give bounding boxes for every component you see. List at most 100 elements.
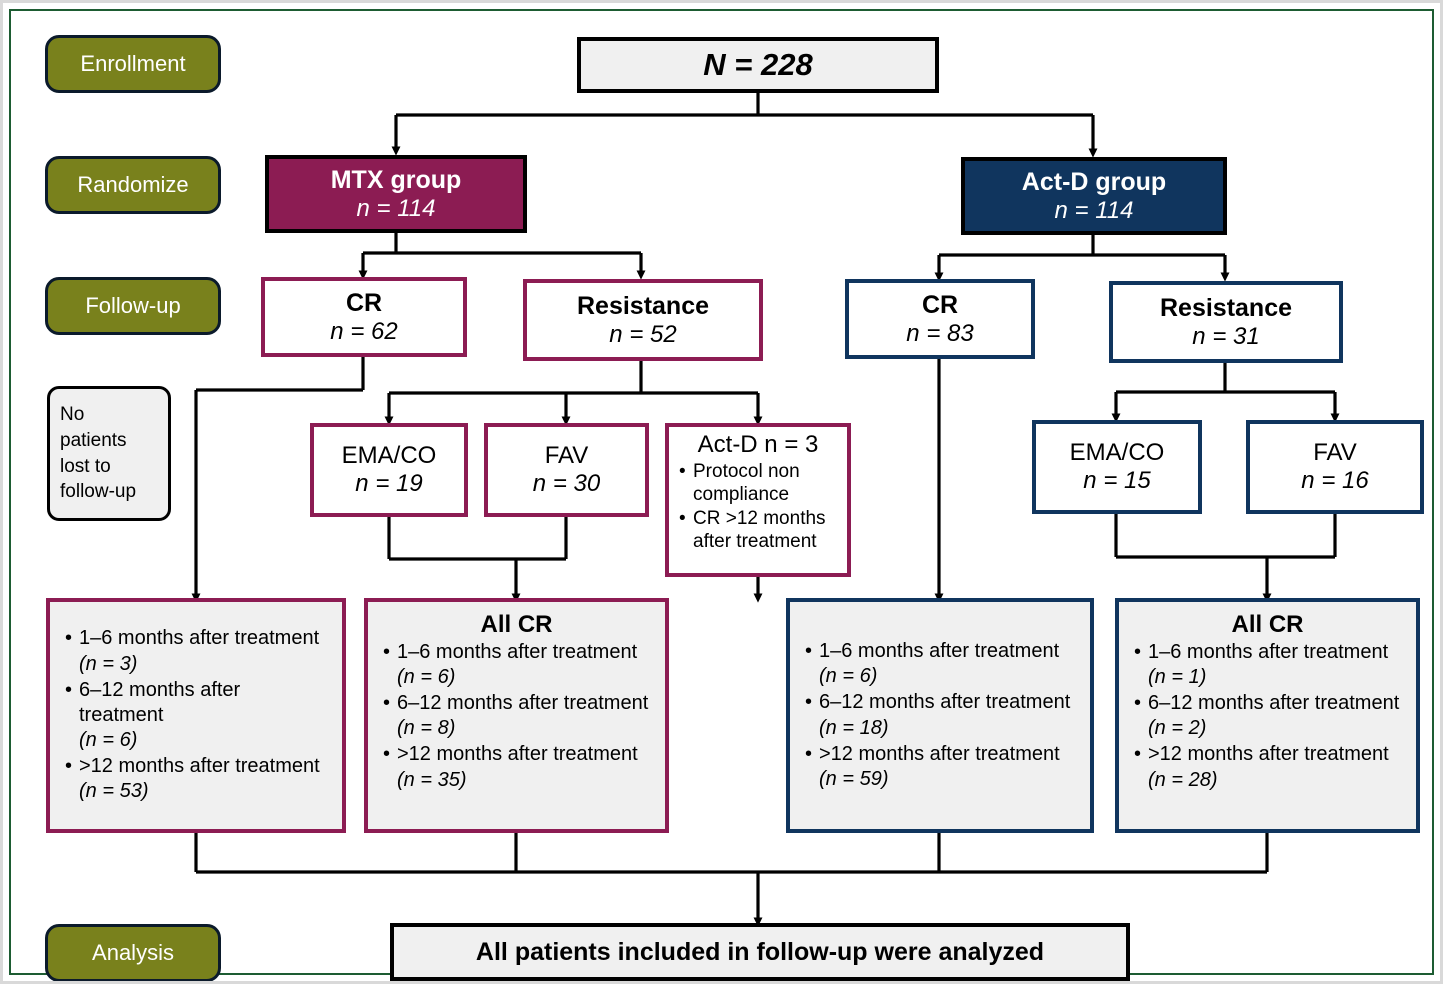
outcome-text: 6–12 months after treatment bbox=[397, 691, 649, 714]
group-title: MTX group bbox=[330, 165, 462, 194]
outcome-text: 1–6 months after treatment bbox=[1148, 640, 1389, 663]
outcome-item: 6–12 months after treatment (n = 6) bbox=[63, 678, 329, 754]
stage-label: Analysis bbox=[92, 939, 174, 965]
outcome-text: >12 months after treatment bbox=[819, 742, 1060, 765]
enrollment-total-label: N = 228 bbox=[581, 46, 935, 82]
analysis-label: All patients included in follow-up were … bbox=[475, 937, 1045, 966]
outcome-text: 1–6 months after treatment bbox=[819, 639, 1060, 662]
exclusion-box-actd: Act-D n = 3 Protocol non compliance CR >… bbox=[665, 423, 851, 577]
outcome-n: (n = 6) bbox=[397, 665, 456, 688]
outcome-box-mtx-cr: 1–6 months after treatment (n = 3) 6–12 … bbox=[46, 598, 346, 833]
outcome-bullets: 1–6 months after treatment (n = 6) 6–12 … bbox=[803, 639, 1077, 793]
group-title: Act-D group bbox=[1021, 167, 1167, 196]
analysis-result-box: All patients included in follow-up were … bbox=[390, 923, 1130, 981]
outcome-title: All CR bbox=[1231, 611, 1304, 638]
stage-pill-randomize: Randomize bbox=[45, 156, 221, 214]
stage-label: Enrollment bbox=[80, 50, 186, 76]
outcome-item: 1–6 months after treatment (n = 6) bbox=[381, 640, 652, 690]
salvage-n: n = 19 bbox=[355, 470, 423, 497]
outcome-item: 6–12 months after treatment (n = 18) bbox=[803, 690, 1077, 740]
outcome-n: (n = 1) bbox=[1148, 665, 1207, 688]
outcome-item: 1–6 months after treatment (n = 6) bbox=[803, 639, 1077, 689]
outcome-bullets: 1–6 months after treatment (n = 6) 6–12 … bbox=[381, 640, 652, 794]
arm-box-actd-resistance: Resistance n = 31 bbox=[1109, 281, 1343, 363]
enrollment-total-box: N = 228 bbox=[577, 37, 939, 93]
exclusion-bullet: CR >12 months after treatment bbox=[677, 507, 839, 553]
note-line: patients bbox=[60, 429, 127, 451]
salvage-box-actd-emaco: EMA/CO n = 15 bbox=[1032, 420, 1202, 514]
exclusion-title: Act-D n = 3 bbox=[697, 431, 819, 458]
salvage-box-mtx-emaco: EMA/CO n = 19 bbox=[310, 423, 468, 517]
outcome-item: 1–6 months after treatment (n = 1) bbox=[1132, 640, 1403, 690]
exclusion-bullets: Protocol non compliance CR >12 months af… bbox=[677, 460, 839, 555]
outcome-n: (n = 59) bbox=[819, 767, 889, 790]
outcome-n: (n = 6) bbox=[79, 729, 138, 752]
outcome-box-actd-cr: 1–6 months after treatment (n = 6) 6–12 … bbox=[786, 598, 1094, 833]
group-n: n = 114 bbox=[1054, 196, 1134, 224]
arm-title: CR bbox=[345, 288, 383, 317]
outcome-n: (n = 53) bbox=[79, 780, 149, 803]
stage-label: Follow-up bbox=[85, 292, 181, 318]
outcome-n: (n = 8) bbox=[397, 717, 456, 740]
salvage-title: EMA/CO bbox=[341, 442, 437, 470]
outcome-box-actd-allcr: All CR 1–6 months after treatment (n = 1… bbox=[1115, 598, 1420, 833]
arm-box-mtx-cr: CR n = 62 bbox=[261, 277, 467, 357]
arm-n: n = 52 bbox=[609, 320, 677, 348]
n-value: 228 bbox=[761, 46, 813, 82]
salvage-title: FAV bbox=[1313, 439, 1357, 467]
outcome-text: 1–6 months after treatment bbox=[397, 640, 638, 663]
outcome-item: 1–6 months after treatment (n = 3) bbox=[63, 626, 329, 676]
arm-n: n = 83 bbox=[906, 319, 974, 347]
outcome-box-mtx-allcr: All CR 1–6 months after treatment (n = 6… bbox=[364, 598, 669, 833]
arm-n: n = 31 bbox=[1192, 322, 1260, 350]
arm-n: n = 62 bbox=[330, 317, 398, 345]
exclusion-bullet: Protocol non compliance bbox=[677, 460, 839, 506]
outcome-n: (n = 3) bbox=[79, 652, 138, 675]
outcome-text: >12 months after treatment bbox=[79, 755, 320, 778]
stage-label: Randomize bbox=[77, 171, 189, 197]
arm-title: CR bbox=[921, 290, 959, 319]
outcome-n: (n = 2) bbox=[1148, 717, 1207, 740]
arm-title: Resistance bbox=[576, 291, 710, 320]
group-box-mtx: MTX group n = 114 bbox=[265, 155, 527, 233]
diagram-canvas: Enrollment Randomize Follow-up Analysis … bbox=[11, 11, 1440, 981]
outcome-text: 1–6 months after treatment bbox=[79, 627, 320, 650]
outcome-item: 6–12 months after treatment (n = 8) bbox=[381, 691, 652, 741]
outcome-item: >12 months after treatment (n = 59) bbox=[803, 742, 1077, 792]
note-line: lost to bbox=[60, 455, 111, 477]
outcome-n: (n = 35) bbox=[397, 768, 467, 791]
outcome-item: >12 months after treatment (n = 28) bbox=[1132, 742, 1403, 792]
salvage-box-mtx-fav: FAV n = 30 bbox=[484, 423, 649, 517]
outcome-n: (n = 18) bbox=[819, 716, 889, 739]
outcome-item: >12 months after treatment (n = 35) bbox=[381, 742, 652, 792]
no-loss-note-box: No patients lost to follow-up bbox=[47, 386, 171, 521]
salvage-box-actd-fav: FAV n = 16 bbox=[1246, 420, 1424, 514]
outcome-text: >12 months after treatment bbox=[1148, 743, 1389, 766]
outcome-text: 6–12 months after treatment bbox=[79, 678, 241, 726]
arm-box-mtx-resistance: Resistance n = 52 bbox=[523, 279, 763, 361]
outcome-text: >12 months after treatment bbox=[397, 743, 638, 766]
salvage-n: n = 15 bbox=[1083, 467, 1151, 494]
outcome-bullets: 1–6 months after treatment (n = 3) 6–12 … bbox=[63, 626, 329, 805]
arm-box-actd-cr: CR n = 83 bbox=[845, 279, 1035, 359]
outcome-title: All CR bbox=[480, 611, 553, 638]
n-equals: = bbox=[725, 46, 761, 82]
group-n: n = 114 bbox=[356, 194, 436, 222]
outcome-item: >12 months after treatment (n = 53) bbox=[63, 754, 329, 804]
stage-pill-analysis: Analysis bbox=[45, 924, 221, 981]
salvage-n: n = 30 bbox=[532, 470, 601, 497]
note-line: follow-up bbox=[60, 481, 137, 503]
outcome-bullets: 1–6 months after treatment (n = 1) 6–12 … bbox=[1132, 640, 1403, 794]
no-loss-note-text: No patients lost to follow-up bbox=[50, 396, 168, 511]
stage-pill-enrollment: Enrollment bbox=[45, 35, 221, 93]
note-line: No bbox=[60, 404, 85, 426]
salvage-title: FAV bbox=[544, 442, 589, 470]
outcome-n: (n = 28) bbox=[1148, 768, 1218, 791]
salvage-n: n = 16 bbox=[1301, 467, 1369, 494]
salvage-title: EMA/CO bbox=[1069, 439, 1165, 467]
diagram-frame: Enrollment Randomize Follow-up Analysis … bbox=[9, 9, 1434, 981]
group-box-actd: Act-D group n = 114 bbox=[961, 157, 1227, 235]
outcome-item: 6–12 months after treatment (n = 2) bbox=[1132, 691, 1403, 741]
arm-title: Resistance bbox=[1159, 293, 1293, 322]
